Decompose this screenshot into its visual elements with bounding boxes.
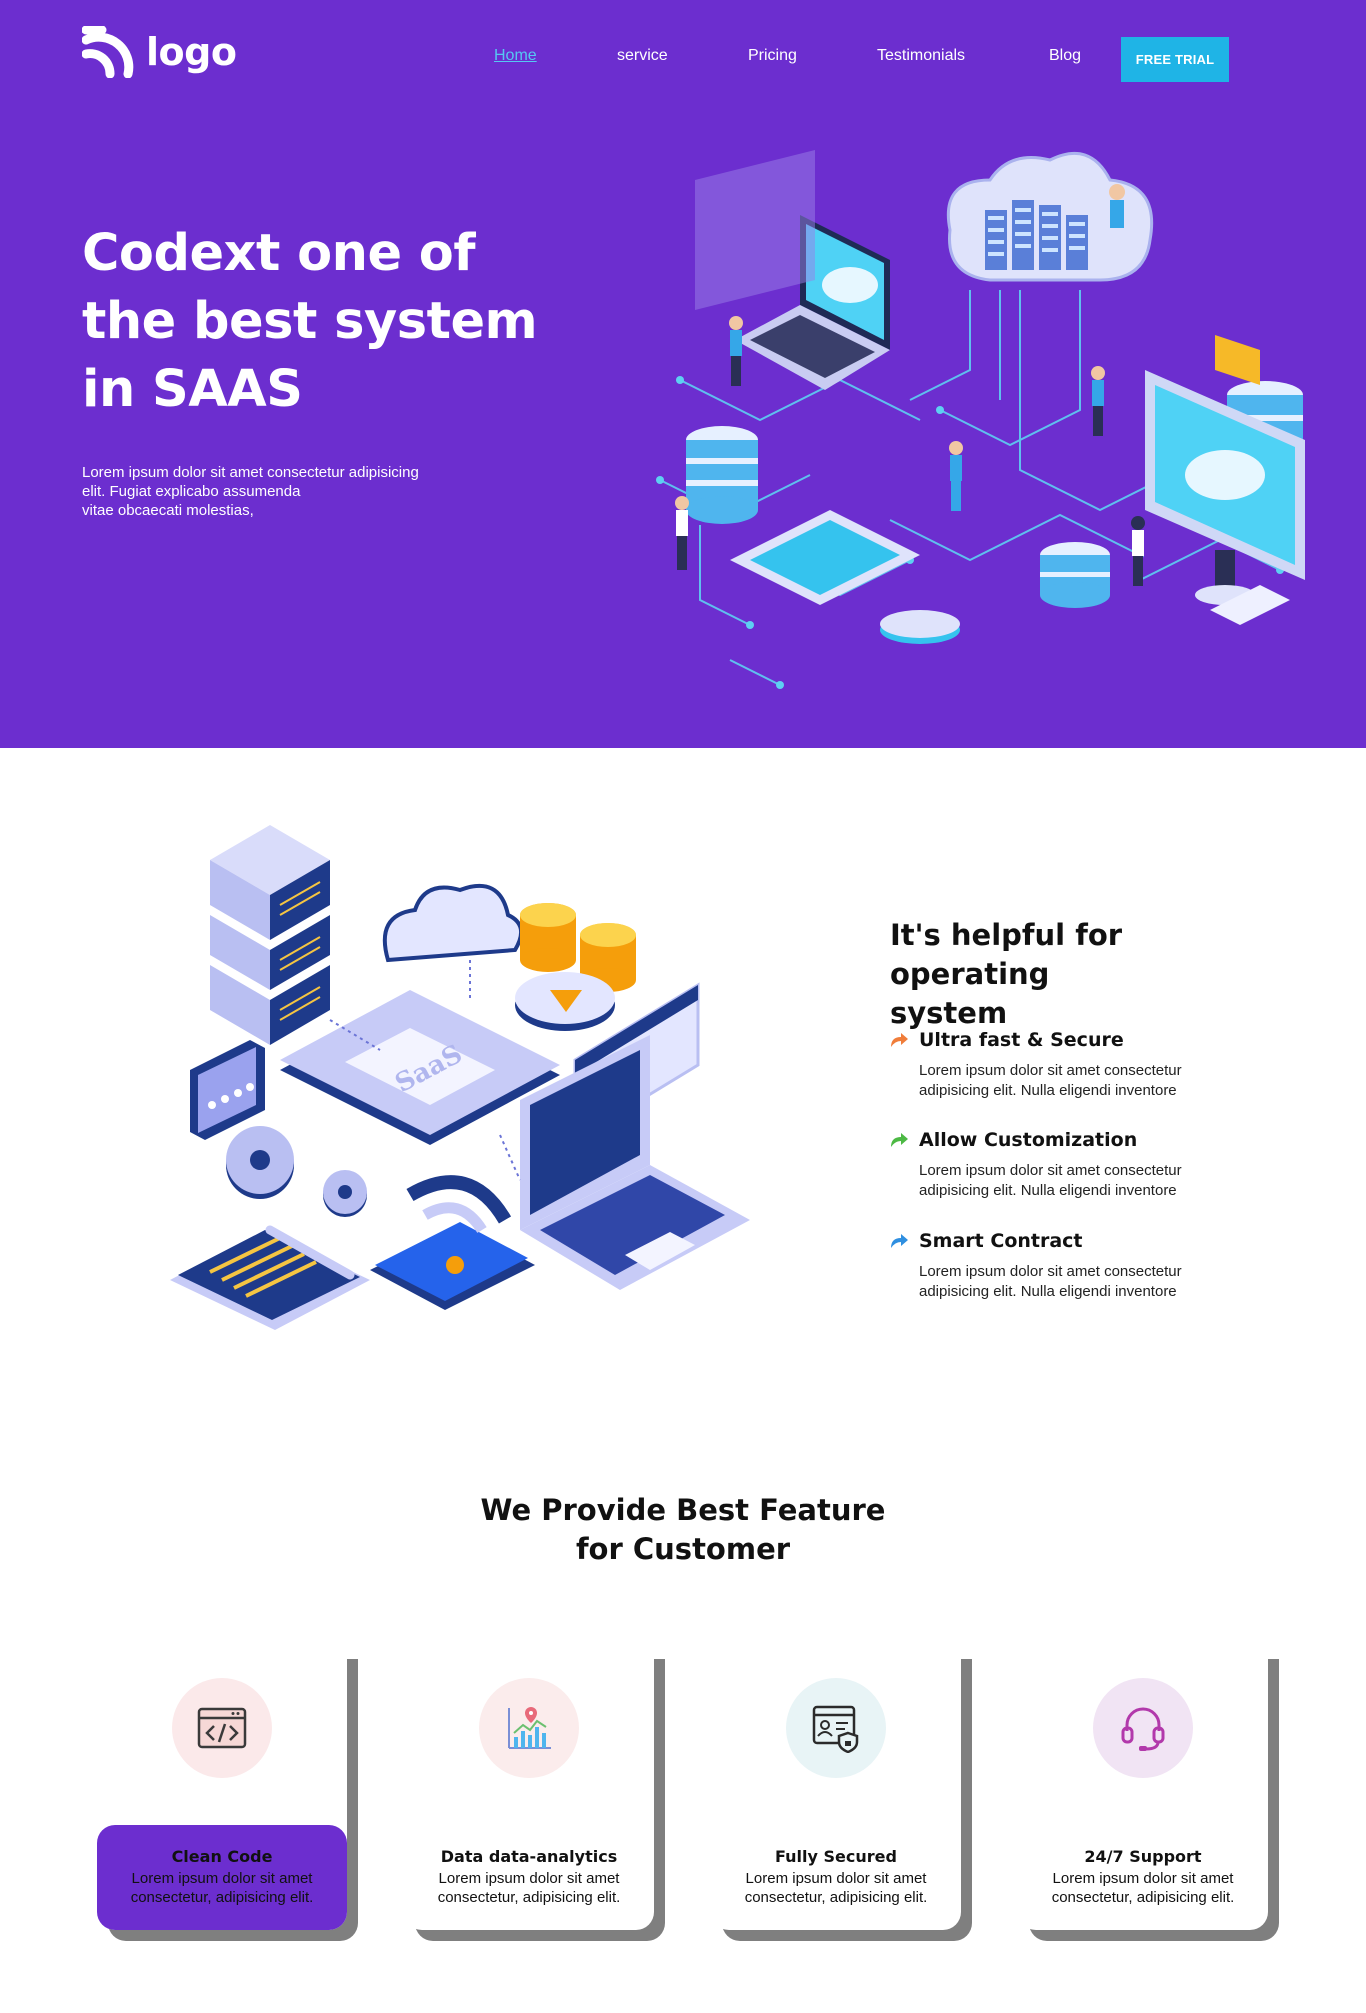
card-description: Lorem ipsum dolor sit amet consectetur, … bbox=[404, 1869, 654, 1907]
headset-icon bbox=[1121, 1707, 1165, 1751]
icon-circle bbox=[1093, 1678, 1193, 1778]
hero-title-line: the best system bbox=[82, 292, 538, 351]
card-desc-line: consectetur, adipisicing elit. bbox=[1051, 1889, 1235, 1906]
code-window-icon bbox=[197, 1707, 247, 1749]
section3-heading-line: We Provide Best Feature bbox=[480, 1493, 886, 1527]
secure-profile-icon bbox=[812, 1705, 859, 1753]
hero-desc-line: elit. Fugiat explicabo assumenda bbox=[82, 483, 301, 500]
card-desc-line: consectetur, adipisicing elit. bbox=[130, 1889, 314, 1906]
logo-text: logo bbox=[146, 30, 237, 74]
section2-heading-line: system bbox=[890, 996, 1008, 1030]
hero-description: Lorem ipsum dolor sit amet consectetur a… bbox=[82, 463, 472, 520]
feature-description: Lorem ipsum dolor sit amet consectetur a… bbox=[919, 1262, 1248, 1302]
icon-circle bbox=[479, 1678, 579, 1778]
feature-title: Ultra fast & Secure bbox=[919, 1029, 1124, 1051]
card-title: Clean Code bbox=[171, 1847, 273, 1866]
hero-desc-line: vitae obcaecati molestias, bbox=[82, 502, 254, 519]
section3-heading-line: for Customer bbox=[575, 1532, 791, 1566]
hero-title: Codext one of the best system in SAAS bbox=[82, 220, 542, 424]
feature-card-clean-code[interactable]: Clean Code Lorem ipsum dolor sit amet co… bbox=[97, 1648, 347, 1930]
analytics-chart-icon bbox=[508, 1707, 551, 1749]
saas-isometric-illustration: SaaS bbox=[170, 825, 750, 1330]
feature-card-support[interactable]: 24/7 Support Lorem ipsum dolor sit amet … bbox=[1018, 1648, 1268, 1930]
logo[interactable]: logo bbox=[82, 26, 237, 78]
nav-pricing[interactable]: Pricing bbox=[748, 47, 797, 64]
card-desc-line: Lorem ipsum dolor sit amet bbox=[745, 1870, 927, 1887]
feature-desc-line: Lorem ipsum dolor sit amet consectetur bbox=[919, 1162, 1182, 1179]
feature-card-fully-secured[interactable]: Fully Secured Lorem ipsum dolor sit amet… bbox=[711, 1648, 961, 1930]
card-desc-line: consectetur, adipisicing elit. bbox=[437, 1889, 621, 1906]
card-body: Clean Code Lorem ipsum dolor sit amet co… bbox=[97, 1825, 347, 1930]
card-title: 24/7 Support bbox=[1084, 1847, 1202, 1866]
feature-item-customization: Allow Customization Lorem ipsum dolor si… bbox=[888, 1129, 1248, 1201]
feature-desc-line: adipisicing elit. Nulla eligendi invento… bbox=[919, 1082, 1177, 1099]
card-body: Fully Secured Lorem ipsum dolor sit amet… bbox=[711, 1825, 961, 1930]
logo-mark-icon bbox=[82, 26, 134, 78]
section2-heading-line: It's helpful for operating bbox=[890, 918, 1123, 991]
card-description: Lorem ipsum dolor sit amet consectetur, … bbox=[1018, 1869, 1268, 1907]
nav-home[interactable]: Home bbox=[494, 47, 537, 64]
feature-desc-line: Lorem ipsum dolor sit amet consectetur bbox=[919, 1062, 1182, 1079]
hero-title-line: Codext one of bbox=[82, 224, 476, 283]
icon-circle bbox=[786, 1678, 886, 1778]
feature-title: Allow Customization bbox=[919, 1129, 1138, 1151]
card-description: Lorem ipsum dolor sit amet consectetur, … bbox=[97, 1869, 347, 1907]
curved-arrow-icon bbox=[891, 1234, 908, 1248]
card-title: Fully Secured bbox=[775, 1847, 897, 1866]
hero-title-line: in SAAS bbox=[82, 360, 303, 419]
feature-description: Lorem ipsum dolor sit amet consectetur a… bbox=[919, 1061, 1248, 1101]
card-description: Lorem ipsum dolor sit amet consectetur, … bbox=[711, 1869, 961, 1907]
curved-arrow-icon bbox=[891, 1033, 908, 1047]
section3-heading: We Provide Best Feature for Customer bbox=[0, 1491, 1366, 1569]
card-desc-line: Lorem ipsum dolor sit amet bbox=[438, 1870, 620, 1887]
feature-item-ultra-fast: Ultra fast & Secure Lorem ipsum dolor si… bbox=[888, 1029, 1248, 1101]
feature-desc-line: Lorem ipsum dolor sit amet consectetur bbox=[919, 1263, 1182, 1280]
nav-blog[interactable]: Blog bbox=[1049, 47, 1082, 64]
icon-circle bbox=[172, 1678, 272, 1778]
section2-heading: It's helpful for operating system bbox=[890, 916, 1290, 1033]
card-body: Data data-analytics Lorem ipsum dolor si… bbox=[404, 1825, 654, 1930]
feature-item-smart-contract: Smart Contract Lorem ipsum dolor sit ame… bbox=[888, 1230, 1248, 1302]
curved-arrow-icon bbox=[891, 1133, 908, 1147]
nav-testimonials[interactable]: Testimonials bbox=[877, 47, 966, 64]
card-desc-line: Lorem ipsum dolor sit amet bbox=[1052, 1870, 1234, 1887]
hero-desc-line: Lorem ipsum dolor sit amet consectetur a… bbox=[82, 464, 419, 481]
feature-description: Lorem ipsum dolor sit amet consectetur a… bbox=[919, 1161, 1248, 1201]
free-trial-button[interactable]: FREE TRIAL bbox=[1121, 37, 1229, 82]
card-desc-line: consectetur, adipisicing elit. bbox=[744, 1889, 928, 1906]
hero-cloud-network-illustration bbox=[656, 150, 1305, 689]
feature-card-data-analytics[interactable]: Data data-analytics Lorem ipsum dolor si… bbox=[404, 1648, 654, 1930]
card-desc-line: Lorem ipsum dolor sit amet bbox=[131, 1870, 313, 1887]
feature-title: Smart Contract bbox=[919, 1230, 1083, 1252]
card-title: Data data-analytics bbox=[440, 1847, 618, 1866]
card-body: 24/7 Support Lorem ipsum dolor sit amet … bbox=[1018, 1825, 1268, 1930]
feature-desc-line: adipisicing elit. Nulla eligendi invento… bbox=[919, 1182, 1177, 1199]
hero-section: logo Home service Pricing Testimonials B… bbox=[0, 0, 1366, 748]
nav-service[interactable]: service bbox=[617, 47, 668, 64]
feature-desc-line: adipisicing elit. Nulla eligendi invento… bbox=[919, 1283, 1177, 1300]
